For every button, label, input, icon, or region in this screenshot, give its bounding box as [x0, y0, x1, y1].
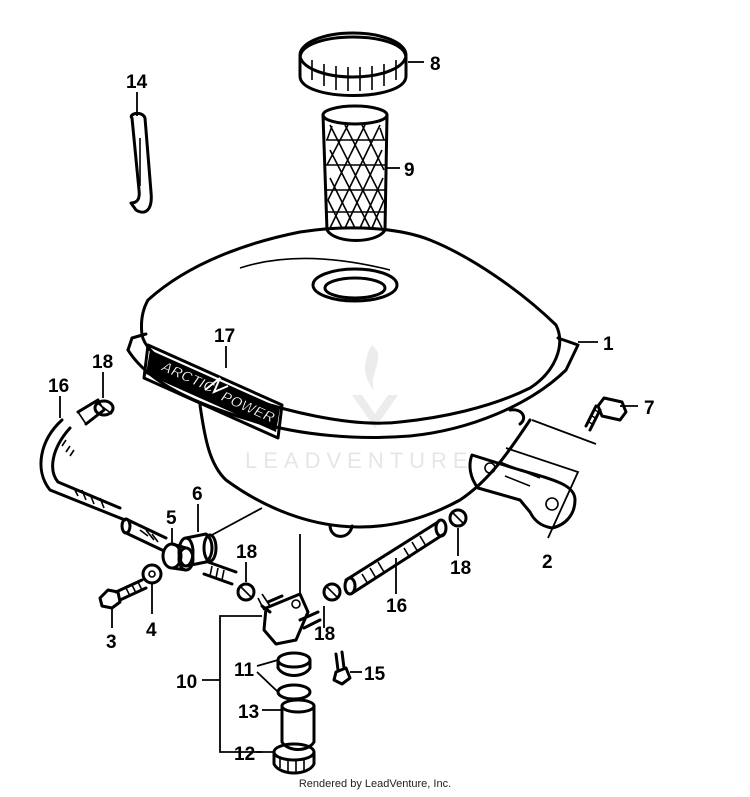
washer-4: [141, 563, 163, 585]
label-4: 4: [146, 620, 157, 641]
hose-clamp-18c: [322, 582, 342, 602]
hose-clamp-18a: [93, 399, 115, 417]
watermark-text: LEADVENTURE: [245, 448, 474, 473]
fuel-cap: [298, 31, 408, 97]
fuel-hose-right: [343, 518, 448, 596]
fuel-hose-short-1: [120, 517, 168, 552]
label-10: 10: [176, 672, 197, 693]
bolt-7: [584, 396, 628, 432]
fuel-hose-short-2: [202, 560, 238, 586]
leader-lines: [59, 61, 638, 753]
fuel-tank: [126, 226, 580, 538]
hose-clamp-18d: [448, 508, 468, 528]
fuel-strainer: [321, 104, 389, 242]
fuel-valve: [257, 592, 322, 646]
fuel-hose-left: [39, 398, 127, 522]
bolt-3: [98, 578, 148, 610]
label-18-upper: 18: [92, 352, 113, 373]
label-16-left: 16: [48, 376, 69, 397]
label-18-valve: 18: [314, 624, 335, 645]
label-13: 13: [238, 702, 259, 723]
label-18-right: 18: [450, 558, 471, 579]
label-3: 3: [106, 632, 117, 653]
label-12: 12: [234, 744, 255, 765]
leadventure-watermark: LEADVENTURE: [245, 345, 474, 473]
label-6: 6: [192, 484, 203, 505]
hose-clamp-18b: [236, 582, 256, 602]
label-7: 7: [644, 398, 655, 419]
tank-strap: [129, 111, 153, 214]
label-18-middle: 18: [236, 542, 257, 563]
label-1: 1: [603, 334, 614, 355]
label-11: 11: [234, 660, 255, 681]
part-numbers: 8 9 14 1 17 18 16 7 2 5 6 18 18 16 4 3 1…: [48, 54, 655, 765]
gasket-11: [276, 651, 312, 701]
label-8: 8: [430, 54, 441, 75]
render-credit: Rendered by LeadVenture, Inc.: [298, 778, 452, 790]
label-2: 2: [542, 552, 553, 573]
filter-bowl-13: [280, 698, 316, 751]
screw-15: [332, 650, 352, 686]
label-15: 15: [364, 664, 386, 685]
label-16-right: 16: [386, 596, 407, 617]
label-14: 14: [126, 72, 148, 93]
label-9: 9: [404, 160, 415, 181]
label-17: 17: [214, 326, 235, 347]
bushing-6: [177, 532, 218, 568]
decal-arctic-power: ARCTIC POWER: [142, 343, 284, 440]
label-5: 5: [166, 508, 177, 529]
